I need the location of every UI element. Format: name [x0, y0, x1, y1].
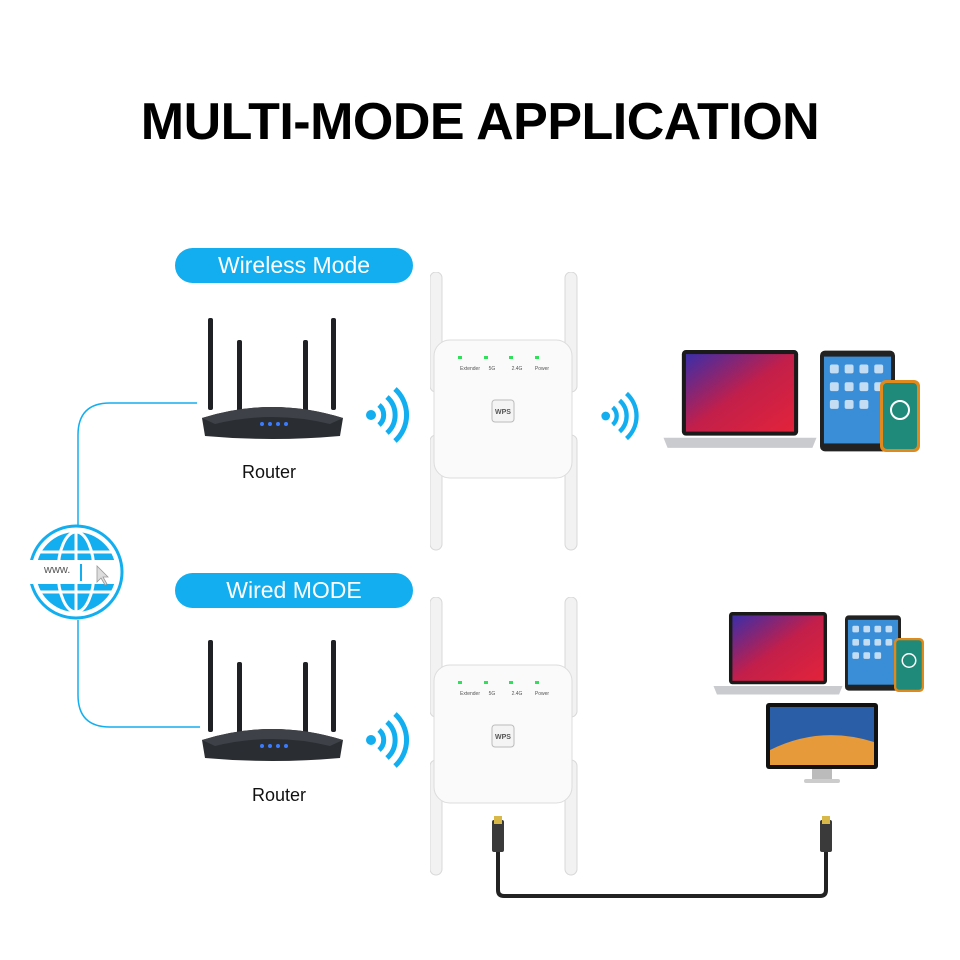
indicator-label: 2.4G — [512, 691, 523, 697]
wps-button: WPS — [495, 734, 511, 741]
ethernet-cable — [492, 816, 832, 898]
laptop-icon — [713, 612, 843, 695]
globe-www-text: www. — [44, 564, 71, 576]
phone-icon — [893, 638, 925, 692]
router-label: Router — [242, 462, 297, 482]
indicator-label: 2.4G — [512, 366, 523, 372]
phone-icon — [880, 380, 920, 452]
wifi-signal-icon — [366, 714, 407, 766]
connection-line-internet-router-1 — [77, 402, 197, 525]
tablet-icon — [845, 615, 901, 691]
indicator-label: Power — [535, 691, 550, 697]
router-icon — [202, 640, 343, 761]
wifi-extender-2: Extender 5G 2.4G Power WPS — [430, 597, 578, 876]
page-title: MULTI-MODE APPLICATION — [140, 93, 820, 151]
connection-line-internet-router-2 — [77, 620, 200, 728]
router-icon — [202, 318, 343, 439]
wired-mode-badge: Wired MODE — [175, 573, 413, 608]
indicator-label: 5G — [489, 691, 496, 697]
internet-globe-icon — [28, 524, 124, 620]
wifi-signal-icon — [601, 393, 636, 438]
indicator-label: Extender — [460, 691, 480, 697]
wifi-extender-1: Extender 5G 2.4G Power WPS — [430, 272, 578, 551]
wps-button: WPS — [495, 409, 511, 416]
desktop-monitor-icon — [766, 703, 878, 783]
laptop-icon — [663, 350, 817, 448]
router-label: Router — [252, 785, 307, 805]
indicator-label: Power — [535, 366, 550, 372]
wireless-mode-badge: Wireless Mode — [175, 248, 413, 283]
wifi-signal-icon — [366, 389, 407, 441]
indicator-label: 5G — [489, 366, 496, 372]
indicator-label: Extender — [460, 366, 480, 372]
